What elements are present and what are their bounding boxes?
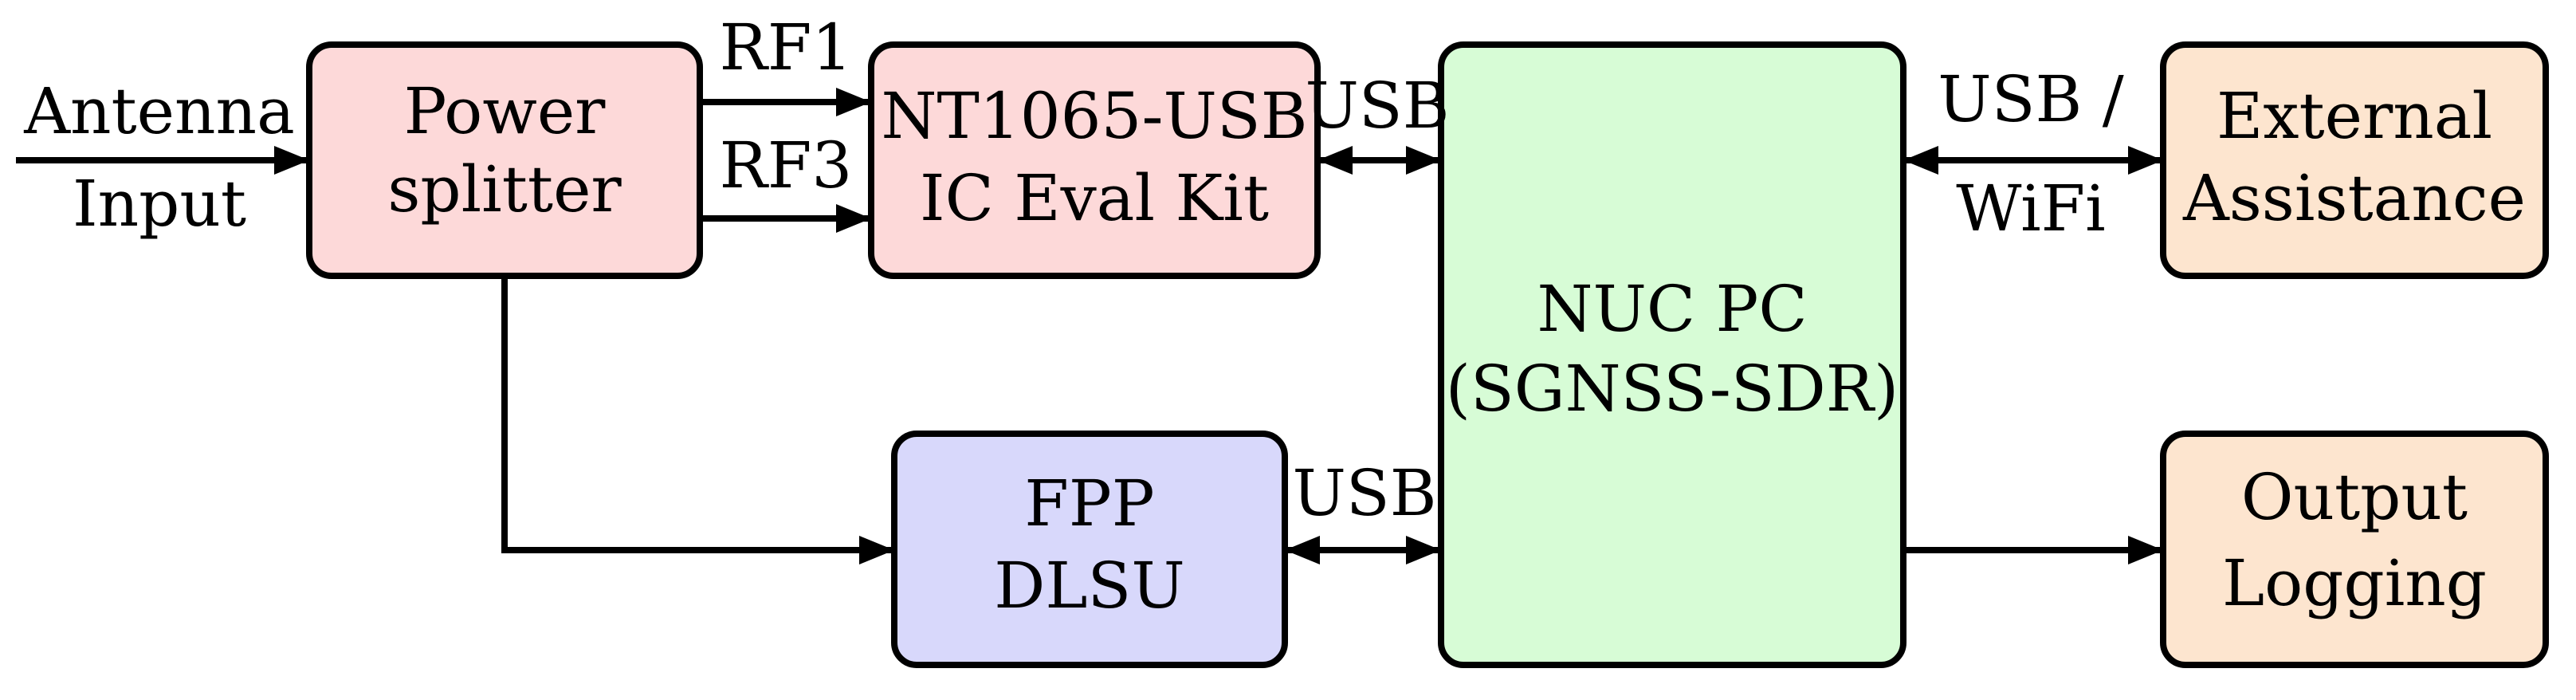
fpp-label-line2: DLSU [994, 549, 1185, 623]
antenna-label: Antenna [23, 74, 295, 148]
splitter-label-line1: Power [404, 74, 607, 148]
input-label: Input [73, 167, 246, 241]
rf3-label: RF3 [720, 128, 853, 203]
nt1065-label-line1: NT1065-USB [882, 79, 1308, 153]
usb-wifi-label-line1: USB / [1938, 62, 2123, 136]
nuc-label-line2: (SGNSS-SDR) [1446, 352, 1899, 426]
assist-label-line2: Assistance [2182, 161, 2526, 235]
usb-wifi-label-line2: WiFi [1956, 171, 2106, 246]
usb-label-fpp: USB [1292, 456, 1436, 530]
nuc-pc-block [1438, 41, 1906, 668]
external-assistance-block [2160, 41, 2549, 279]
logging-label-line1: Output [2241, 460, 2468, 534]
rf1-label: RF1 [720, 10, 853, 85]
usb-label-nt1065: USB [1305, 69, 1449, 143]
output-logging-block [2160, 431, 2549, 668]
splitter-label-line2: splitter [387, 152, 622, 226]
fpp-label-line1: FPP [1024, 466, 1154, 541]
assist-label-line1: External [2217, 79, 2492, 153]
splitter-to-fpp-arrow [501, 276, 894, 564]
nuc-label-line1: NUC PC [1537, 272, 1807, 346]
nt1065-label-line2: IC Eval Kit [920, 161, 1269, 235]
logging-label-line2: Logging [2222, 546, 2487, 620]
